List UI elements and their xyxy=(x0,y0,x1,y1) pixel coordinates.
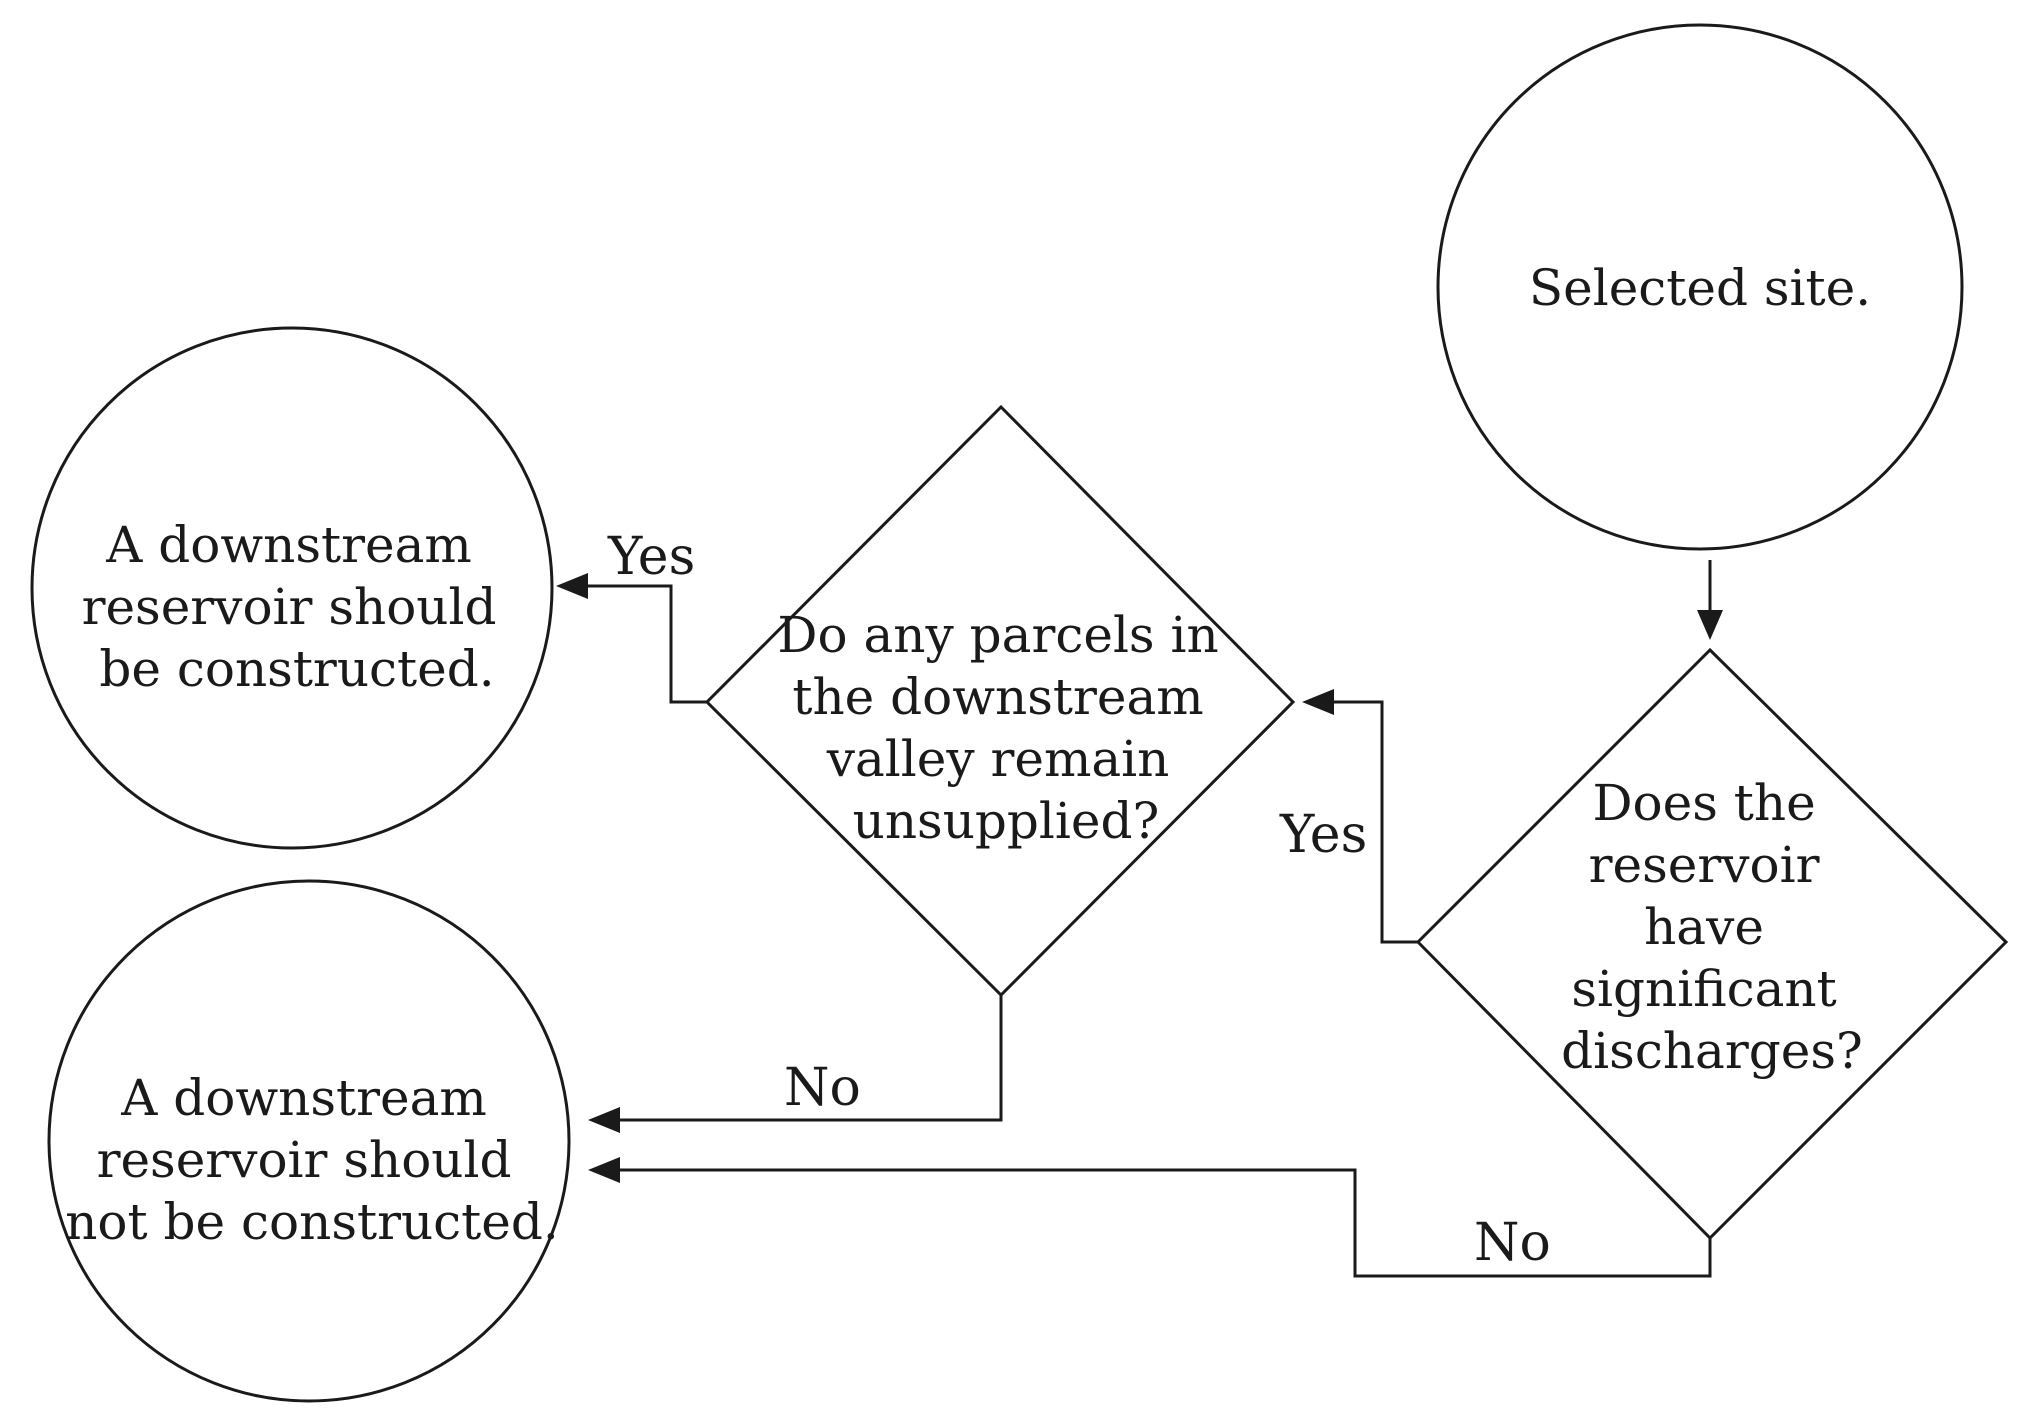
arrow-left-head xyxy=(1302,689,1334,715)
start-label-line: Selected site. xyxy=(1529,259,1871,317)
result-build-line: reservoir should xyxy=(82,578,497,636)
result-build-circle xyxy=(30,326,554,850)
result-no-build-line: not be constructed. xyxy=(65,1193,559,1251)
result-no-build-circle xyxy=(47,879,571,1403)
discharges-line: significant xyxy=(1571,960,1836,1018)
edge-label-parcels-no: No xyxy=(784,1058,861,1118)
result-no-build-node: A downstream reservoir should not be con… xyxy=(47,879,571,1403)
result-build-label: A downstream reservoir should be constru… xyxy=(82,516,513,698)
discharges-line: discharges? xyxy=(1561,1022,1863,1080)
result-no-build-label: A downstream reservoir should not be con… xyxy=(65,1069,559,1251)
parcels-line: Do any parcels in xyxy=(777,606,1218,664)
parcels-line: the downstream xyxy=(792,668,1203,726)
connector-parcels-yes xyxy=(556,573,707,704)
connector-discharges-yes xyxy=(1302,689,1418,944)
parcels-question: Do any parcels in the downstream valley … xyxy=(777,606,1234,850)
edge-label-discharges-yes: Yes xyxy=(1279,805,1367,865)
arrow-left-head xyxy=(556,573,588,599)
edge-label-parcels-yes: Yes xyxy=(607,527,695,587)
discharges-decision: Does the reservoir have significant disc… xyxy=(1415,647,2009,1241)
discharges-line: reservoir xyxy=(1589,836,1820,894)
edge-label-discharges-no: No xyxy=(1474,1213,1551,1273)
result-build-line: A downstream xyxy=(105,516,472,574)
discharges-line: Does the xyxy=(1592,774,1815,832)
result-no-build-line: A downstream xyxy=(120,1069,487,1127)
arrow-left-head xyxy=(588,1157,620,1183)
parcels-decision: Do any parcels in the downstream valley … xyxy=(704,404,1296,998)
start-label: Selected site. xyxy=(1529,259,1871,317)
parcels-line: unsupplied? xyxy=(853,792,1160,850)
connector-line xyxy=(586,584,707,704)
connector-start-to-discharges xyxy=(1697,560,1723,640)
start-node: Selected site. xyxy=(1436,23,1964,551)
result-no-build-line: reservoir should xyxy=(97,1131,512,1189)
discharges-question: Does the reservoir have significant disc… xyxy=(1561,774,1863,1080)
connector-line xyxy=(618,995,1003,1122)
connector-line xyxy=(618,1168,1712,1278)
arrow-left-head xyxy=(588,1107,620,1133)
result-build-node: A downstream reservoir should be constru… xyxy=(30,326,554,850)
discharges-line: have xyxy=(1644,898,1764,956)
parcels-line: valley remain xyxy=(826,730,1170,788)
connector-line xyxy=(1332,700,1418,944)
connector-discharges-no xyxy=(588,1157,1712,1278)
arrow-down-head xyxy=(1697,610,1723,640)
start-circle xyxy=(1436,23,1964,551)
result-build-line: be constructed. xyxy=(99,640,494,698)
connector-parcels-no xyxy=(588,995,1003,1133)
